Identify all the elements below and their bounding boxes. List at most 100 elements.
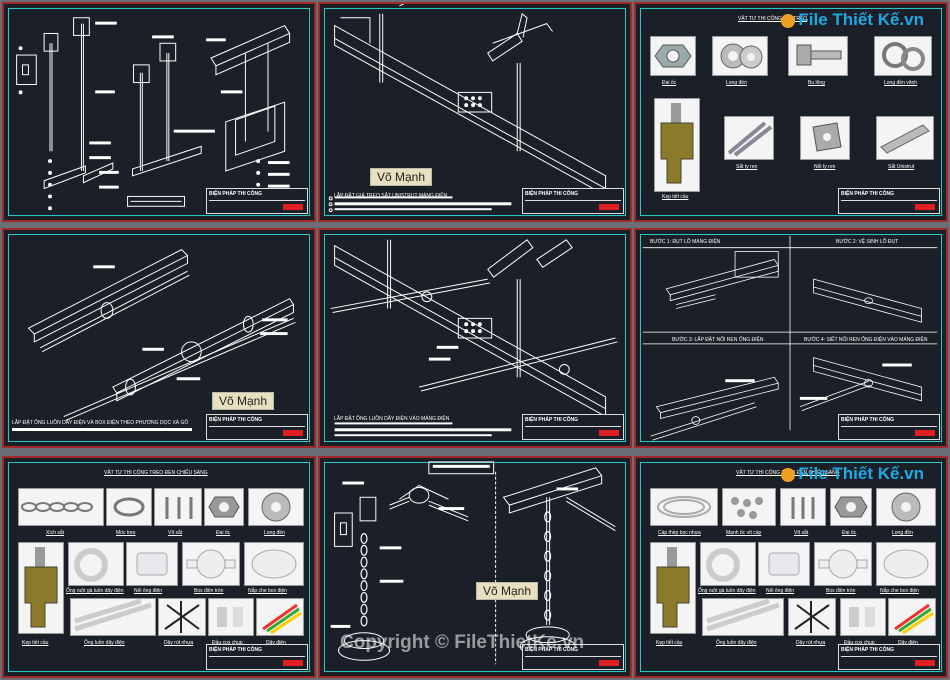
title-block-label: BIỆN PHÁP THI CÔNG <box>209 191 262 197</box>
title-block-label: BIỆN PHÁP THI CÔNG <box>841 417 894 423</box>
title-block-divider <box>209 426 305 427</box>
caption-cable-ties: Dây rút nhựa <box>796 640 826 646</box>
caption-beam-clamp: Kẹp tiết cầu <box>662 194 689 200</box>
caption-conduit-coupler: Nối ống điện <box>134 588 163 594</box>
sheet-frame <box>640 8 942 216</box>
sheet-unistrut[interactable]: Võ Mạnh LẮP ĐẶT GIÁ TREO SẮT UNISTRUT MÁ… <box>318 2 632 222</box>
caption-flex-conduit: Ống ruột gà luồn dây điện <box>698 588 756 594</box>
author-stamp: Võ Mạnh <box>212 392 275 410</box>
sheet-lamp-hanging[interactable]: Võ Mạnh BIỆN PHÁP THI CÔNG <box>318 456 632 678</box>
sheet-conduit-purlin[interactable]: Võ Mạnh LẮP ĐẶT ỐNG LUỒN DÂY ĐIỆN VÀ BOX… <box>2 228 316 448</box>
sheet-frame <box>640 462 942 672</box>
caption-round-box: Box điện tròn <box>194 588 224 594</box>
title-block-mark <box>599 430 619 436</box>
caption-screw: Vít sắt <box>794 530 809 536</box>
sheet-hanger-rods[interactable]: BIỆN PHÁP THI CÔNG <box>2 2 316 222</box>
caption-washer: Long đền <box>264 530 285 536</box>
photo-washer-2 <box>248 488 304 526</box>
caption-round-box: Box điện tròn <box>826 588 856 594</box>
sheet-frame <box>324 462 626 672</box>
title-block-label: BIỆN PHÁP THI CÔNG <box>841 191 894 197</box>
sheet-materials-lighting[interactable]: VẬT TƯ THI CÔNG TREO ĐÈN CHIẾU SÁNG Xích… <box>2 456 316 678</box>
conduit-tray-drawing <box>330 239 618 437</box>
caption-spring-washer: Long đền vênh <box>884 80 918 86</box>
title-block: BIỆN PHÁP THI CÔNG <box>838 414 940 440</box>
caption-bolt: Bu lông <box>808 80 825 86</box>
brand-icon <box>781 467 796 482</box>
sheet-frame <box>8 462 310 672</box>
title-block-mark <box>915 660 935 666</box>
title-block-divider <box>525 200 621 201</box>
sheet-frame <box>640 234 942 442</box>
caption-cable-clips: Mạnh ốc vít cáp <box>726 530 762 536</box>
sheet-heading: VẬT TƯ THI CÔNG GIÁ TREO <box>738 16 808 22</box>
title-block: BIỆN PHÁP THI CÔNG <box>206 188 308 214</box>
sheet-caption: LẮP ĐẶT GIÁ TREO SẮT UNISTRUT MÁNG ĐIỆN <box>334 193 448 199</box>
author-stamp: Võ Mạnh <box>370 168 433 186</box>
title-block-divider <box>209 656 305 657</box>
title-block-divider <box>525 656 621 657</box>
photo-conduit <box>70 598 156 636</box>
photo-coated-cable <box>650 488 718 526</box>
hanger-rods-drawing <box>16 17 291 211</box>
title-block: BIỆN PHÁP THI CÔNG <box>522 644 624 670</box>
sheet-conduit-tray[interactable]: LẮP ĐẶT ỐNG LUỒN DÂY ĐIỆN VÀO MÁNG ĐIỆN … <box>318 228 632 448</box>
caption-washer: Long đền <box>892 530 913 536</box>
title-block-divider <box>841 426 937 427</box>
title-block-divider <box>841 656 937 657</box>
photo-coupling-nut <box>800 116 850 160</box>
caption-chain: Xích sắt <box>46 530 65 536</box>
photo-beam-clamp <box>654 98 700 192</box>
photo-round-box <box>182 542 240 586</box>
title-block-label: BIỆN PHÁP THI CÔNG <box>209 647 262 653</box>
brand-logo: File Thiết Kế.vn <box>781 10 924 30</box>
caption-cable-ties: Dây rút nhựa <box>164 640 194 646</box>
photo-spring-washer <box>874 36 932 76</box>
photo-conduit-coupler <box>126 542 178 586</box>
caption-coupling-nut: Nối ty ren <box>814 164 836 170</box>
brand-name: File Thiết Kế.vn <box>798 10 924 29</box>
title-block-mark <box>599 660 619 666</box>
title-block-label: BIỆN PHÁP THI CÔNG <box>209 417 262 423</box>
caption-nut: Đai ốc <box>842 530 857 536</box>
sheet-materials-hanger[interactable]: VẬT TƯ THI CÔNG GIÁ TREO File Thiết Kế.v… <box>634 2 948 222</box>
caption-flex-conduit: Ống ruột gà luồn dây điện <box>66 588 124 594</box>
sheet-install-steps[interactable]: BƯỚC 1: ĐỤT LỖ MÁNG ĐIỆN BƯỚC 2: VỆ SINH… <box>634 228 948 448</box>
author-stamp: Võ Mạnh <box>476 582 539 600</box>
photo-conduit-coupler <box>758 542 810 586</box>
step-1-label: BƯỚC 1: ĐỤT LỖ MÁNG ĐIỆN <box>650 239 721 245</box>
caption-coated-cable: Cáp thép bọc nhựa <box>658 530 701 536</box>
title-block-mark <box>283 204 303 210</box>
caption-conduit: Ống luồn dây điện <box>716 640 757 646</box>
caption-screw: Vít sắt <box>168 530 183 536</box>
title-block-label: BIỆN PHÁP THI CÔNG <box>525 647 578 653</box>
title-block: BIỆN PHÁP THI CÔNG <box>206 644 308 670</box>
photo-cable-clips <box>722 488 776 526</box>
title-block-mark <box>599 204 619 210</box>
sheet-caption: LẮP ĐẶT ỐNG LUỒN DÂY ĐIỆN VÀ BOX ĐIỆN TH… <box>12 420 189 426</box>
photo-hook <box>106 488 152 526</box>
caption-underline <box>12 428 192 431</box>
caption-box-cover: Nắp che box điện <box>880 588 919 594</box>
title-block-label: BIỆN PHÁP THI CÔNG <box>525 417 578 423</box>
title-block: BIỆN PHÁP THI CÔNG <box>522 188 624 214</box>
title-block-mark <box>915 430 935 436</box>
caption-nut: Đai ốc <box>662 80 677 86</box>
title-block: BIỆN PHÁP THI CÔNG <box>206 414 308 440</box>
photo-wire <box>256 598 304 636</box>
sheet-materials-lighting-cable[interactable]: VẬT TƯ THI CÔNG TREO ĐÈN CHIẾU SÁNG File… <box>634 456 948 678</box>
title-block-label: BIỆN PHÁP THI CÔNG <box>525 191 578 197</box>
photo-cable-ties <box>788 598 836 636</box>
title-block-mark <box>283 660 303 666</box>
title-block-mark <box>283 430 303 436</box>
photo-nut-2 <box>204 488 244 526</box>
sheet-frame <box>8 8 310 216</box>
brand-icon <box>781 13 796 28</box>
photo-beam-clamp <box>18 542 64 634</box>
caption-washer: Long đền <box>726 80 747 86</box>
caption-conduit: Ống luồn dây điện <box>84 640 125 646</box>
brand-logo: File Thiết Kế.vn <box>781 464 924 484</box>
photo-beam-clamp <box>650 542 696 634</box>
caption-threaded-rod: Sắt ty ren <box>736 164 758 170</box>
photo-box-cover <box>244 542 304 586</box>
